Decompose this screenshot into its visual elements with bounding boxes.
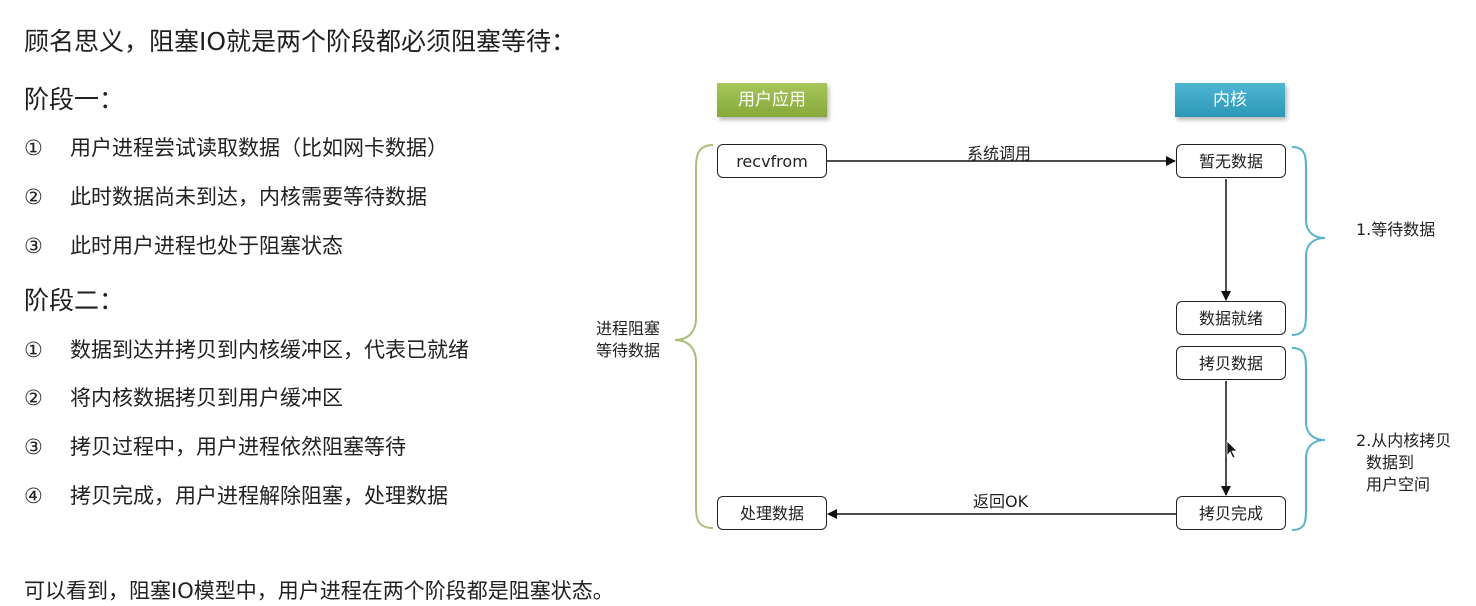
phase1-title: 阶段一：	[24, 85, 125, 114]
list-item: ③ 此时用户进程也处于阻塞状态	[24, 230, 343, 260]
list-item: ④ 拷贝完成，用户进程解除阻塞，处理数据	[24, 480, 448, 510]
right-brace2-label-line: 2.从内核拷贝	[1356, 431, 1452, 450]
left-brace-label-line: 等待数据	[596, 341, 661, 360]
item-text: 此时数据尚未到达，内核需要等待数据	[70, 185, 427, 209]
list-item: ① 用户进程尝试读取数据（比如网卡数据）	[24, 132, 448, 162]
item-text: 拷贝完成，用户进程解除阻塞，处理数据	[70, 484, 448, 508]
summary-text: 可以看到，阻塞IO模型中，用户进程在两个阶段都是阻塞状态。	[24, 579, 614, 603]
left-brace	[674, 144, 714, 529]
item-number: ④	[24, 484, 43, 508]
kernel-header: 内核	[1175, 83, 1285, 117]
process-data-box: 处理数据	[717, 496, 827, 530]
left-brace-label: 进程阻塞 等待数据	[596, 318, 660, 362]
return-ok-label: 返回OK	[973, 492, 1029, 511]
item-number: ①	[24, 136, 43, 160]
right-brace2-label: 2.从内核拷贝 数据到 用户空间	[1356, 430, 1451, 496]
user-app-header: 用户应用	[717, 83, 827, 117]
right-brace-copy	[1291, 347, 1326, 531]
item-number: ②	[24, 386, 43, 410]
item-text: 用户进程尝试读取数据（比如网卡数据）	[70, 136, 448, 160]
copy-data-box: 拷贝数据	[1176, 346, 1286, 380]
item-number: ①	[24, 338, 43, 362]
recvfrom-box: recvfrom	[717, 144, 827, 178]
left-brace-label-line: 进程阻塞	[596, 319, 661, 338]
item-text: 数据到达并拷贝到内核缓冲区，代表已就绪	[70, 338, 469, 362]
list-item: ① 数据到达并拷贝到内核缓冲区，代表已就绪	[24, 334, 469, 364]
list-item: ② 此时数据尚未到达，内核需要等待数据	[24, 181, 427, 211]
item-text: 此时用户进程也处于阻塞状态	[70, 234, 343, 258]
right-brace1-label: 1.等待数据	[1356, 220, 1436, 239]
item-number: ③	[24, 234, 43, 258]
no-data-box: 暂无数据	[1176, 144, 1286, 178]
data-ready-box: 数据就绪	[1176, 301, 1286, 335]
right-brace-wait	[1291, 146, 1326, 336]
right-brace2-label-line: 数据到	[1366, 453, 1415, 472]
right-brace2-label-line: 用户空间	[1366, 475, 1431, 494]
mouse-cursor-icon	[1226, 440, 1238, 459]
item-number: ③	[24, 435, 43, 459]
intro-text: 顾名思义，阻塞IO就是两个阶段都必须阻塞等待：	[24, 27, 577, 56]
item-text: 拷贝过程中，用户进程依然阻塞等待	[70, 435, 406, 459]
list-item: ③ 拷贝过程中，用户进程依然阻塞等待	[24, 431, 406, 461]
list-item: ② 将内核数据拷贝到用户缓冲区	[24, 382, 343, 412]
phase2-title: 阶段二：	[24, 286, 125, 315]
item-text: 将内核数据拷贝到用户缓冲区	[70, 386, 343, 410]
copy-done-box: 拷贝完成	[1176, 496, 1286, 530]
syscall-label: 系统调用	[967, 144, 1032, 163]
item-number: ②	[24, 185, 43, 209]
